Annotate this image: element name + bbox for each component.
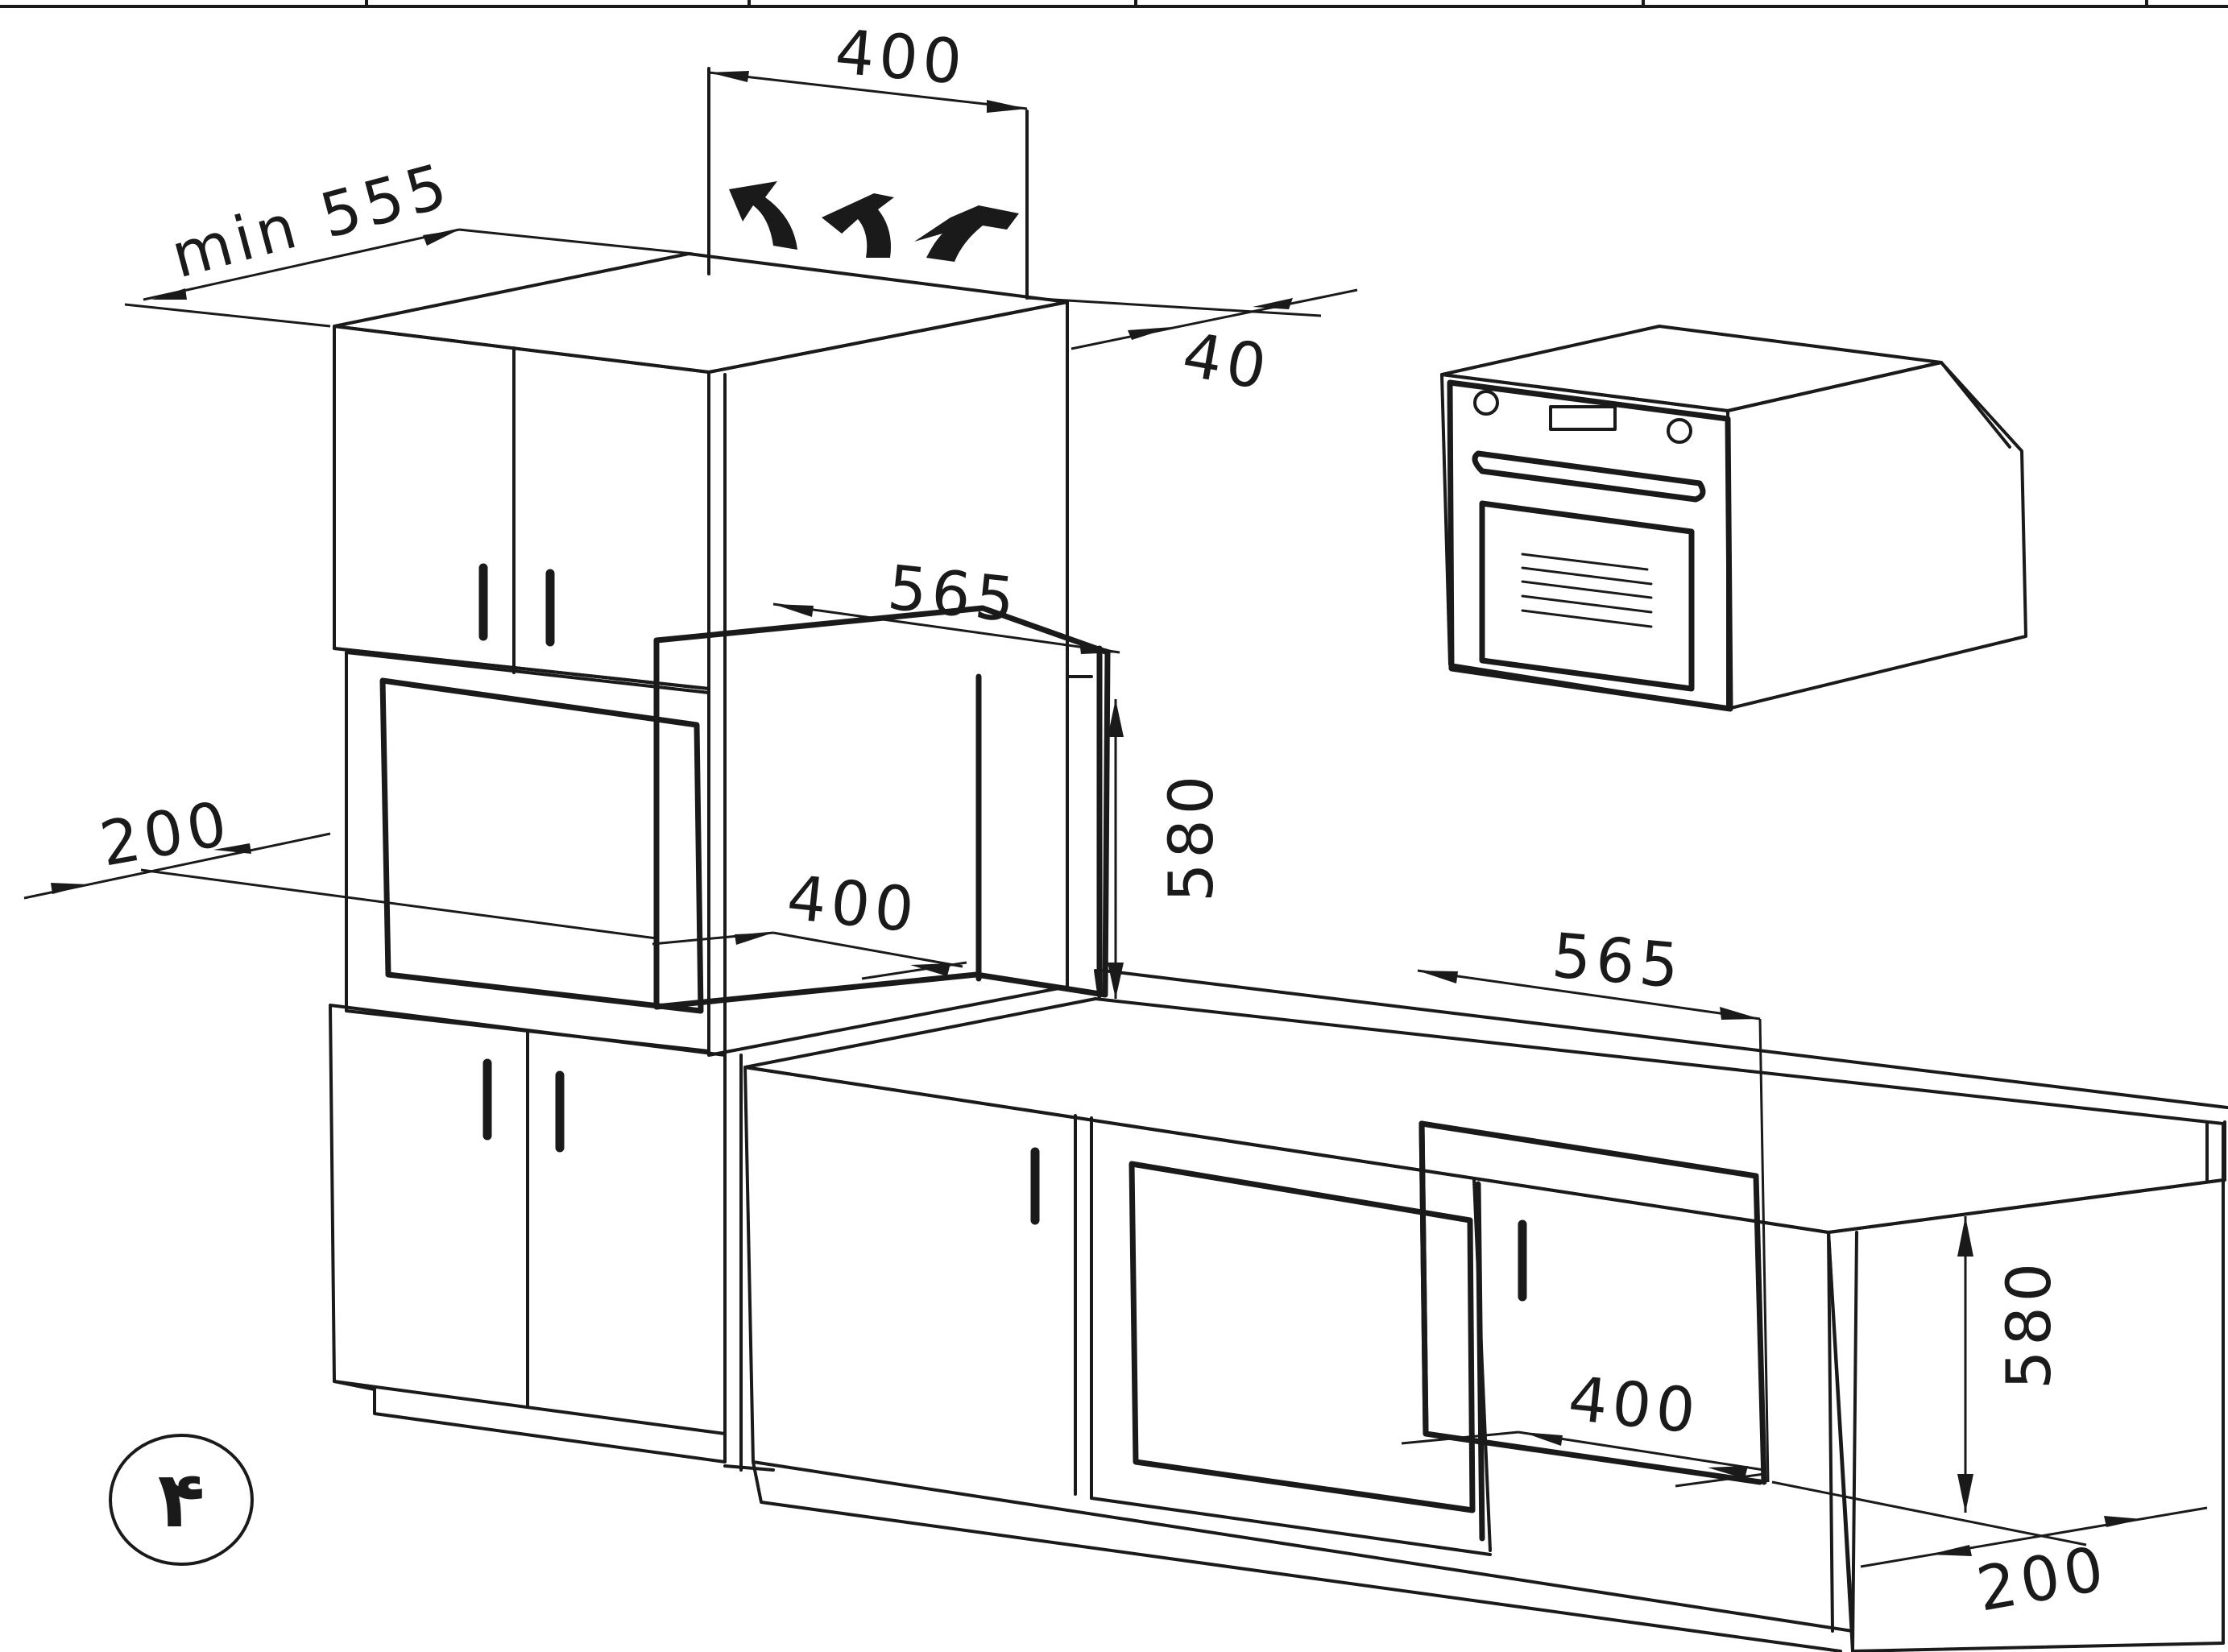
label-tall-cabinet-bottom-vent: 400 — [784, 861, 921, 946]
airflow-arrow-icon — [729, 181, 797, 250]
base-oven-slot — [1128, 1120, 1767, 1542]
figure-number-badge: ۴ — [109, 1434, 254, 1566]
tall-cabinet-column — [329, 252, 1069, 1472]
label-under-counter-height: 580 — [1993, 1258, 2064, 1389]
top-vent-panel — [707, 67, 1069, 356]
base-cabinet-run — [743, 969, 2228, 1652]
dimension-lines — [23, 71, 2208, 1568]
tall-cabinet-oven-slot — [653, 605, 1111, 1010]
label-rear-gap: 40 — [1178, 318, 1277, 404]
label-vent-width-top: 400 — [832, 15, 969, 98]
airflow-arrow-icon — [914, 205, 1019, 262]
label-tall-cabinet-side-offset: 200 — [95, 787, 237, 880]
upper-cabinet-handles — [478, 563, 555, 647]
label-tall-cabinet-height: 580 — [1155, 771, 1227, 902]
label-under-counter-bottom-vent: 400 — [1565, 1362, 1703, 1447]
label-tall-cabinet-width: 565 — [884, 551, 1022, 636]
top-border-strip — [0, 0, 2228, 8]
label-min-depth: min 555 — [164, 149, 459, 292]
label-under-counter-side-offset: 200 — [1972, 1532, 2114, 1625]
airflow-arrow-icon — [822, 193, 894, 258]
label-under-counter-width: 565 — [1549, 919, 1686, 1002]
lower-cabinet-handles — [482, 1058, 565, 1153]
airflow-arrows — [729, 181, 1019, 262]
oven-appliance-icon — [1440, 325, 2027, 712]
figure-number-label: ۴ — [158, 1455, 205, 1545]
base-cabinet-handles — [1030, 1147, 1527, 1302]
